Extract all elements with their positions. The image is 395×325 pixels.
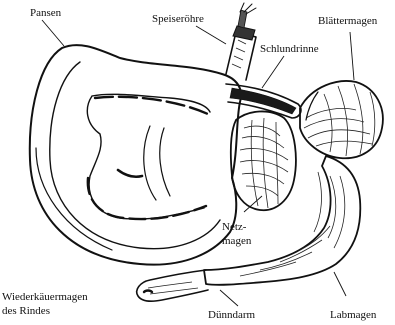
label-speiseroehre: Speiseröhre (152, 13, 204, 25)
oesophagus (226, 3, 256, 80)
label-netzmagen-line2: magen (222, 235, 252, 247)
label-netzmagen-line1: Netz- (222, 221, 247, 233)
small-intestine (137, 270, 208, 301)
label-duenndarm: Dünndarm (208, 309, 255, 321)
caption-line2: des Rindes (2, 305, 50, 317)
omasum (300, 81, 383, 158)
leader-lines (42, 20, 354, 306)
rumen (30, 45, 241, 265)
reticulum (231, 111, 296, 210)
label-labmagen: Labmagen (330, 309, 377, 321)
caption-line1: Wiederkäuermagen (2, 291, 88, 303)
label-pansen: Pansen (30, 7, 62, 19)
oesophageal-groove (226, 84, 301, 118)
label-blaettermagen: Blättermagen (318, 15, 378, 27)
label-schlundrinne: Schlundrinne (260, 43, 319, 55)
